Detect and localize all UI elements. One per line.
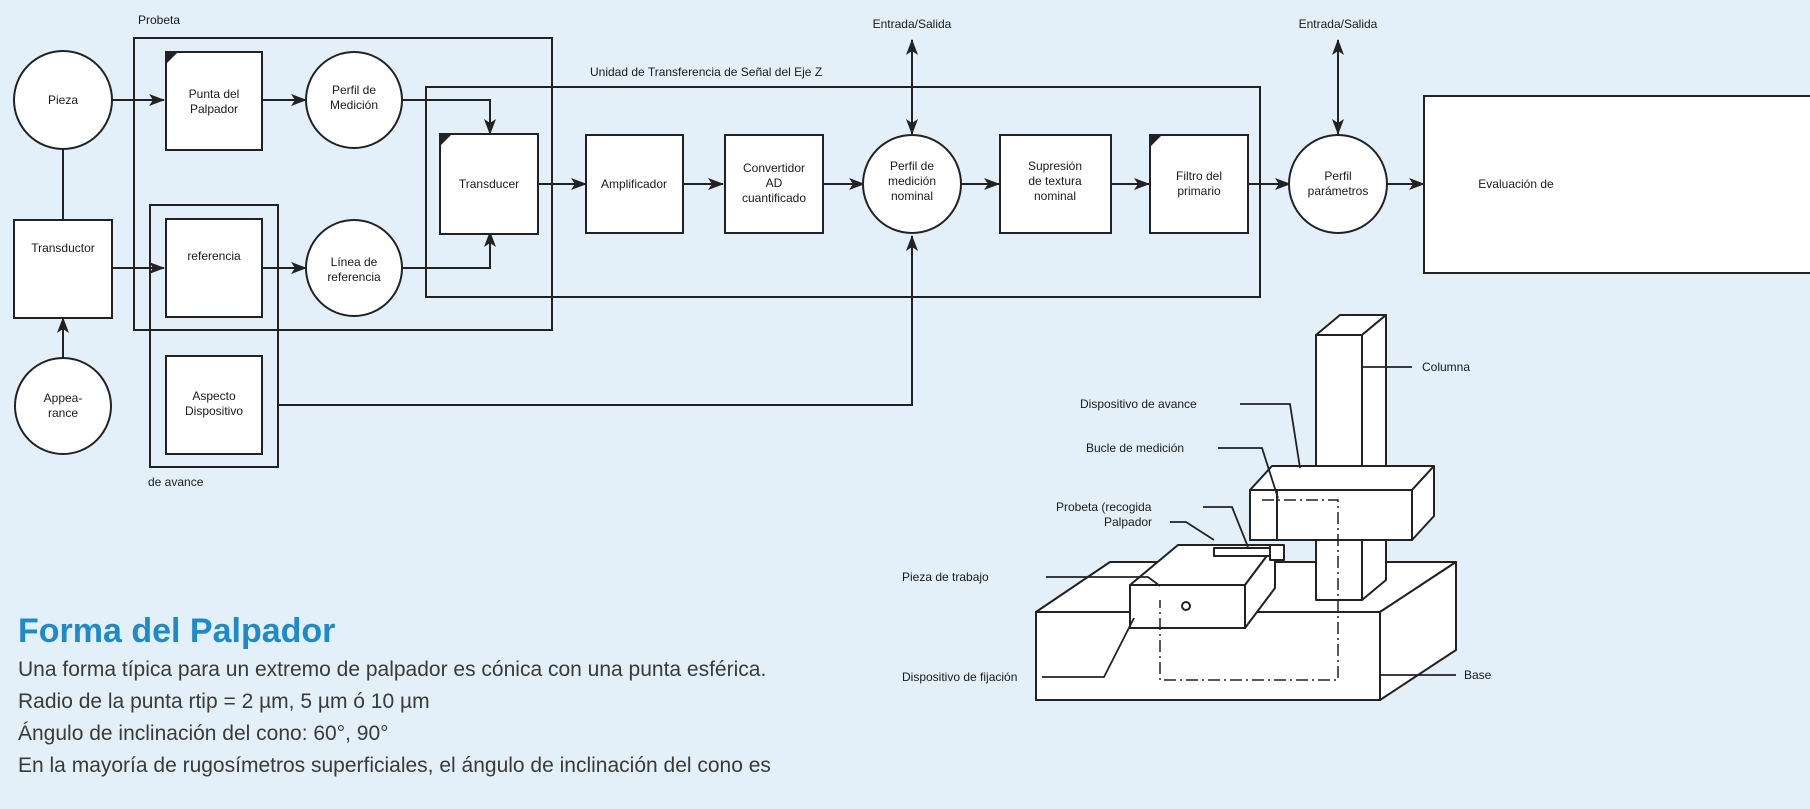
perfil-parametros-node <box>1288 134 1388 234</box>
signal-unit-frame <box>425 86 1261 298</box>
aspecto-dispositivo-box <box>165 355 263 455</box>
appearance-node <box>14 357 112 455</box>
arm-shape <box>1249 465 1435 491</box>
machine-illustration <box>1035 314 1457 701</box>
punta-label-1: Punta del <box>189 87 240 101</box>
punta-palpador-box <box>165 51 263 151</box>
perfil-nominal-label-1: Perfil de <box>890 159 934 173</box>
section-title: Forma del Palpador <box>18 612 336 650</box>
convertidor-label-1: Convertidor <box>743 161 805 175</box>
unidad-label: Unidad de Transferencia de Señal del Eje… <box>590 65 822 79</box>
probeta-label: Probeta <box>138 13 180 27</box>
paragraph-4: En la mayoría de rugosímetros superficia… <box>18 754 771 777</box>
paragraph-1: Una forma típica para un extremo de palp… <box>18 658 767 681</box>
corner-marker-icon <box>440 134 452 146</box>
supresion-label-3: nominal <box>1034 189 1076 203</box>
perfil-nominal-node <box>862 134 962 234</box>
corner-marker-icon <box>166 52 178 64</box>
transductor-label: Transductor <box>31 241 95 255</box>
aspecto-label-2: Dispositivo <box>185 404 243 418</box>
amplificador-box <box>585 134 684 234</box>
evaluacion-label: Evaluación de <box>1478 177 1554 191</box>
paragraph-3: Ángulo de inclinación del cono: 60°, 90° <box>18 722 389 745</box>
fijacion-label: Dispositivo de fijación <box>902 670 1017 684</box>
corner-marker-icon <box>1150 135 1162 147</box>
convertidor-label-2: AD <box>766 176 783 190</box>
io-label-1: Entrada/Salida <box>873 17 952 31</box>
perfil-nominal-label-3: nominal <box>891 189 933 203</box>
avance-label: Dispositivo de avance <box>1080 397 1197 411</box>
perfil-param-label-1: Perfil <box>1324 169 1351 183</box>
referencia-label: referencia <box>187 249 241 263</box>
perfil-nominal-label-2: medición <box>888 174 936 188</box>
perfil-medicion-label-2: Medición <box>330 98 378 112</box>
evaluacion-box <box>1423 95 1810 274</box>
bucle-label: Bucle de medición <box>1086 441 1184 455</box>
filtro-box <box>1149 134 1249 234</box>
perfil-param-label-2: parámetros <box>1308 184 1369 198</box>
perfil-medicion-node <box>305 51 403 149</box>
measurement-loop <box>1159 499 1339 681</box>
transducer-label: Transducer <box>459 177 519 191</box>
base-label: Base <box>1464 668 1492 682</box>
referencia-box <box>165 218 263 318</box>
pieza-node <box>13 50 113 150</box>
pieza-label: Pieza <box>48 93 78 107</box>
linea-ref-label-1: Línea de <box>331 255 378 269</box>
de-avance-label: de avance <box>148 475 204 489</box>
punta-label-2: Palpador <box>190 102 238 116</box>
transductor-box <box>13 219 113 319</box>
probeta-machine-label: Probeta (recogida <box>1056 500 1152 514</box>
palpador-label: Palpador <box>1104 515 1152 529</box>
supresion-label-2: de textura <box>1028 174 1082 188</box>
convertidor-box <box>724 134 824 234</box>
convertidor-label-3: cuantificado <box>742 191 806 205</box>
feed-device-frame <box>149 204 279 468</box>
aspecto-label-1: Aspecto <box>192 389 236 403</box>
amplificador-label: Amplificador <box>601 177 667 191</box>
probe-shape <box>1213 547 1271 557</box>
supresion-box <box>999 134 1112 234</box>
filtro-label-1: Filtro del <box>1176 169 1222 183</box>
linea-ref-label-2: referencia <box>327 270 381 284</box>
paragraph-2: Radio de la punta rtip = 2 µm, 5 µm ó 10… <box>18 690 430 713</box>
columna-label: Columna <box>1422 360 1470 374</box>
linea-referencia-node <box>305 219 403 317</box>
appearance-label-2: rance <box>48 406 78 420</box>
transducer-box <box>439 133 539 235</box>
io-label-2: Entrada/Salida <box>1299 17 1378 31</box>
filtro-label-2: primario <box>1177 184 1221 198</box>
pieza-trabajo-label: Pieza de trabajo <box>902 570 989 584</box>
supresion-label-1: Supresión <box>1028 159 1082 173</box>
appearance-label-1: Appea- <box>44 391 83 405</box>
perfil-medicion-label-1: Perfil de <box>332 83 376 97</box>
